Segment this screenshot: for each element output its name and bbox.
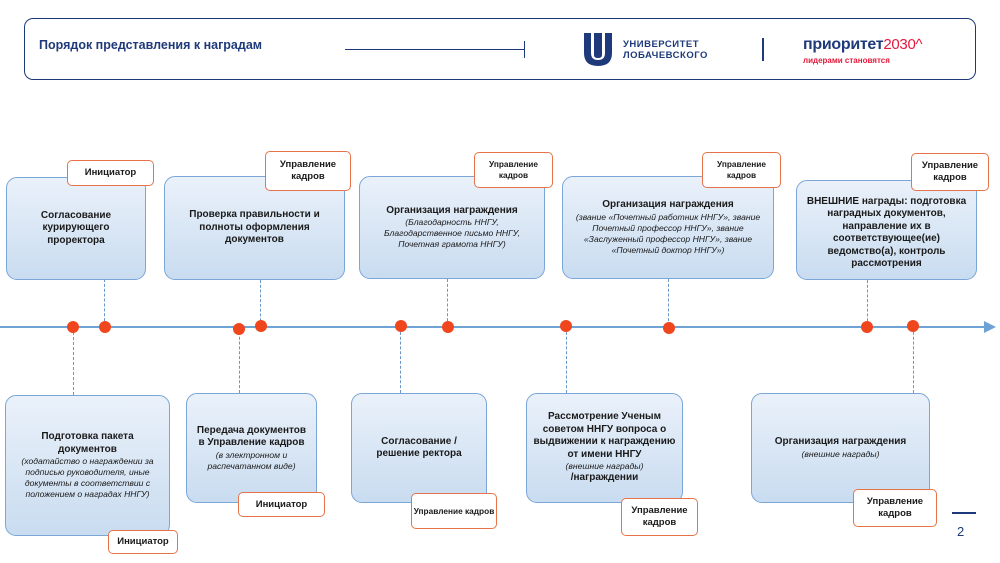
- priority-slogan: лидерами становятся: [803, 56, 890, 65]
- step-title: Подготовка пакета документов: [41, 431, 134, 455]
- priority-word: приоритет: [803, 36, 884, 53]
- university-logo-text: УНИВЕРСИТЕТ ЛОБАЧЕВСКОГО: [623, 39, 708, 61]
- step-title: Передача документов в Управление кадров: [196, 424, 307, 449]
- timeline-dot: [67, 321, 79, 333]
- step-box-external-award-ceremony: Организация награждения (внешние награды…: [751, 393, 930, 503]
- connector-top-2: [260, 280, 261, 326]
- timeline-dot: [861, 321, 873, 333]
- timeline-dot: [442, 321, 454, 333]
- step-title: Согласование курирующего проректора: [40, 209, 112, 246]
- timeline-arrowhead: [984, 321, 996, 333]
- connector-bottom-3: [400, 327, 401, 393]
- timeline-dot: [395, 320, 407, 332]
- university-name-line2: ЛОБАЧЕВСКОГО: [623, 50, 708, 61]
- step-box-prepare-documents: Подготовка пакета документов (ходатайств…: [5, 395, 170, 536]
- header-banner: Порядок представления к наградам УНИВЕРС…: [24, 18, 976, 80]
- step-subtitle: (в электронном и распечатанном виде): [207, 449, 296, 471]
- timeline-axis: [0, 326, 986, 328]
- connector-bottom-2: [239, 327, 240, 393]
- university-logo-icon: [584, 33, 612, 66]
- connector-bottom-5: [913, 327, 914, 393]
- step-title: ВНЕШНИЕ награды: подготовка наградных до…: [806, 195, 967, 270]
- step-box-document-check: Проверка правильности и полноты оформлен…: [164, 176, 345, 280]
- role-tag-hr: Управление кадров: [265, 151, 351, 191]
- timeline-dot: [560, 320, 572, 332]
- connector-top-5: [867, 280, 868, 326]
- step-subtitle: (внешние награды): [565, 461, 644, 472]
- role-tag-hr: Управление кадров: [474, 152, 553, 188]
- timeline-dot: [663, 322, 675, 334]
- connector-top-3: [447, 279, 448, 326]
- step-subtitle: (внешние награды): [801, 448, 880, 459]
- step-title-continued: /награждении: [570, 472, 639, 484]
- role-tag-hr: Управление кадров: [911, 153, 989, 191]
- role-tag-initiator: Инициатор: [67, 160, 154, 186]
- role-tag-hr: Управление кадров: [621, 498, 698, 536]
- step-title: Организация награждения: [602, 199, 734, 211]
- timeline-dot: [907, 320, 919, 332]
- step-box-curator-approval: Согласование курирующего проректора: [6, 177, 146, 280]
- step-title: Согласование /решение ректора: [376, 435, 462, 460]
- connector-top-4: [668, 279, 669, 326]
- step-box-award-ceremony-internal: Организация награждения (Благодарность Н…: [359, 176, 545, 279]
- step-subtitle: (Благодарность ННГУ, Благодарственное пи…: [383, 217, 521, 250]
- step-box-rector-approval: Согласование /решение ректора: [351, 393, 487, 503]
- step-title: Проверка правильности и полноты оформлен…: [189, 209, 320, 246]
- role-tag-initiator: Инициатор: [108, 530, 178, 554]
- connector-bottom-4: [566, 327, 567, 393]
- header-divider-end: [524, 41, 525, 58]
- page-number-line: [952, 512, 976, 514]
- timeline-dot: [233, 323, 245, 335]
- header-divider-line: [345, 49, 525, 50]
- step-title: Организация награждения: [386, 204, 518, 216]
- step-box-award-ceremony-titles: Организация награждения (звание «Почетны…: [562, 176, 774, 279]
- role-tag-hr: Управление кадров: [411, 493, 497, 529]
- role-tag-initiator: Инициатор: [238, 492, 325, 517]
- page-title: Порядок представления к наградам: [39, 38, 263, 52]
- logo-separator: [762, 38, 764, 61]
- step-subtitle: (звание «Почетный работник ННГУ», звание…: [575, 211, 761, 255]
- role-tag-hr: Управление кадров: [702, 152, 781, 188]
- connector-bottom-1: [73, 327, 74, 395]
- step-box-external-awards: ВНЕШНИЕ награды: подготовка наградных до…: [796, 180, 977, 280]
- step-box-academic-council: Рассмотрение Ученым советом ННГУ вопроса…: [526, 393, 683, 503]
- step-title: Рассмотрение Ученым советом ННГУ вопроса…: [533, 411, 676, 460]
- connector-top-1: [104, 279, 105, 326]
- step-box-submit-to-hr: Передача документов в Управление кадров …: [186, 393, 317, 503]
- step-subtitle: (ходатайство о награждении за подписью р…: [21, 456, 154, 499]
- timeline-dot: [99, 321, 111, 333]
- priority-year: 2030^: [883, 36, 923, 53]
- priority-logo: приоритет2030^: [803, 36, 923, 54]
- timeline-dot: [255, 320, 267, 332]
- role-tag-hr: Управление кадров: [853, 489, 937, 527]
- step-title: Организация награждения: [774, 436, 907, 448]
- university-name-line1: УНИВЕРСИТЕТ: [623, 39, 700, 50]
- page-number: 2: [957, 524, 965, 539]
